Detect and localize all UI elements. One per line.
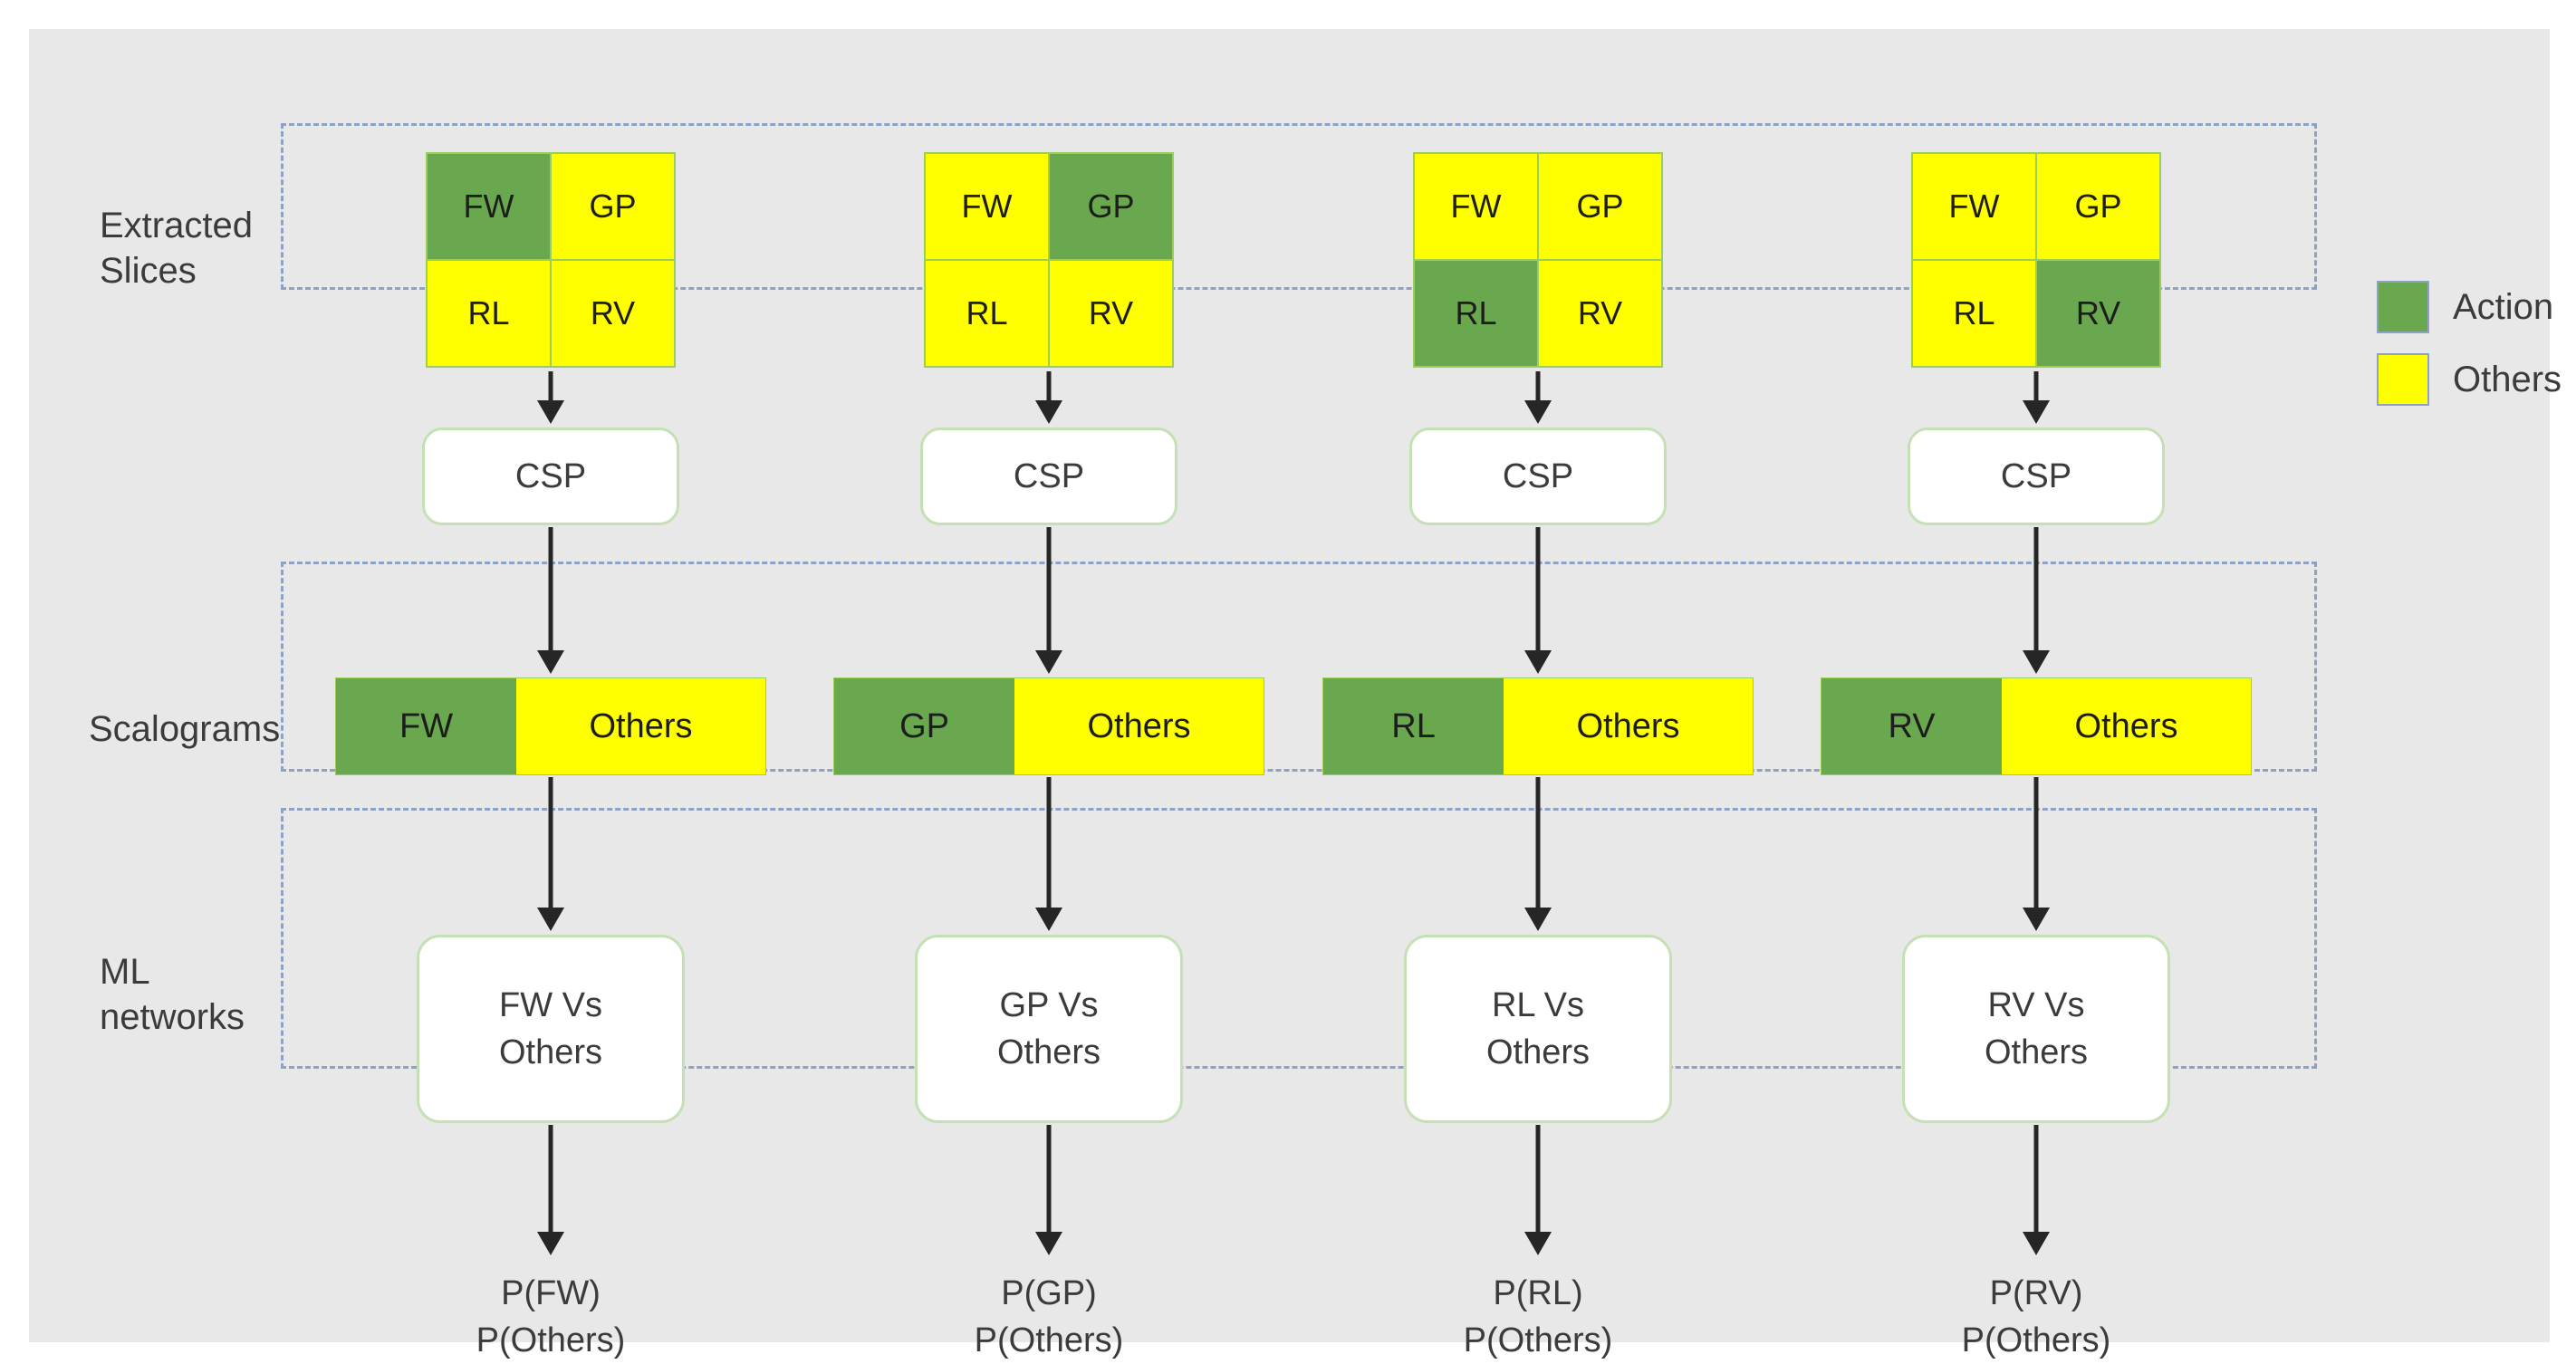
arrow-ml-to-output-rl	[1520, 1125, 1556, 1255]
arrow-slices-to-csp-rv	[2018, 371, 2054, 424]
csp-box-gp: CSP	[920, 427, 1177, 525]
scalogram-segment-others-fw: Others	[516, 678, 765, 774]
csp-box-rl: CSP	[1409, 427, 1667, 525]
arrow-ml-to-output-rv	[2018, 1125, 2054, 1255]
slice-cell-fw-topright: GP	[551, 153, 675, 260]
csp-box-fw: CSP	[422, 427, 679, 525]
scalogram-bar-fw: FW Others	[335, 677, 766, 775]
arrow-ml-to-output-fw	[533, 1125, 569, 1255]
slice-cell-rv-bottomright: RV	[2036, 260, 2160, 367]
arrow-scalogram-to-ml-fw	[533, 777, 569, 931]
legend-item-action: Action	[2377, 281, 2562, 333]
slice-cell-fw-topleft: FW	[427, 153, 551, 260]
legend-label-action: Action	[2453, 286, 2554, 327]
ml-box-line1-rl: RL Vs	[1491, 986, 1585, 1024]
output-probabilities-fw: P(FW) P(Others)	[476, 1274, 626, 1359]
slice-cell-rl-bottomright: RV	[1538, 260, 1662, 367]
ml-box-fw: FW Vs Others	[417, 935, 685, 1123]
ml-box-line2-gp: Others	[996, 1033, 1101, 1071]
scalogram-bar-rl: RL Others	[1322, 677, 1754, 775]
ml-box-line2-rv: Others	[1984, 1033, 2089, 1071]
ml-box-line2-fw: Others	[498, 1033, 603, 1071]
output-probabilities-rl: P(RL) P(Others)	[1463, 1274, 1613, 1359]
ml-box-line1-gp: GP Vs	[999, 986, 1099, 1024]
ml-box-line1-fw: FW Vs	[499, 986, 602, 1024]
arrow-ml-to-output-gp	[1031, 1125, 1067, 1255]
slice-cell-gp-bottomleft: RL	[925, 260, 1049, 367]
legend: Action Others	[2377, 281, 2562, 426]
figure-panel: Extracted Slices Scalograms ML networks …	[29, 29, 2562, 1359]
scalogram-segment-others-gp: Others	[1014, 678, 1264, 774]
slice-cell-rv-topright: GP	[2036, 153, 2160, 260]
row-label-ml-networks: ML networks	[100, 952, 245, 1037]
slice-cell-gp-topleft: FW	[925, 153, 1049, 260]
group-band-scalograms	[281, 562, 2317, 772]
ml-box-rl: RL Vs Others	[1404, 935, 1672, 1123]
slice-cell-gp-topright: GP	[1049, 153, 1173, 260]
slice-grid-gp: FW GP RL RV	[924, 152, 1174, 368]
slice-grid-rl: FW GP RL RV	[1413, 152, 1663, 368]
slice-cell-fw-bottomright: RV	[551, 260, 675, 367]
scalogram-segment-others-rv: Others	[2002, 678, 2251, 774]
ml-box-line1-rv: RV Vs	[1987, 986, 2085, 1024]
row-label-extracted-slices: Extracted Slices	[100, 206, 253, 291]
output-probabilities-gp: P(GP) P(Others)	[974, 1274, 1124, 1359]
scalogram-segment-action-rl: RL	[1323, 678, 1504, 774]
slice-cell-rl-bottomleft: RL	[1414, 260, 1538, 367]
arrow-scalogram-to-ml-gp	[1031, 777, 1067, 931]
scalogram-bar-gp: GP Others	[833, 677, 1264, 775]
arrow-slices-to-csp-rl	[1520, 371, 1556, 424]
arrow-csp-to-scalogram-rl	[1520, 527, 1556, 674]
arrow-slices-to-csp-fw	[533, 371, 569, 424]
scalogram-segment-action-rv: RV	[1821, 678, 2003, 774]
legend-swatch-others-icon	[2377, 353, 2429, 406]
legend-item-others: Others	[2377, 353, 2562, 406]
slice-cell-gp-bottomright: RV	[1049, 260, 1173, 367]
arrow-slices-to-csp-gp	[1031, 371, 1067, 424]
ml-box-rv: RV Vs Others	[1902, 935, 2170, 1123]
ml-box-gp: GP Vs Others	[915, 935, 1183, 1123]
arrow-scalogram-to-ml-rv	[2018, 777, 2054, 931]
slice-cell-fw-bottomleft: RL	[427, 260, 551, 367]
output-probabilities-rv: P(RV) P(Others)	[1961, 1274, 2111, 1359]
csp-box-rv: CSP	[1908, 427, 2165, 525]
slice-cell-rv-bottomleft: RL	[1912, 260, 2036, 367]
arrow-csp-to-scalogram-fw	[533, 527, 569, 674]
row-label-scalograms: Scalograms	[89, 709, 281, 749]
slice-cell-rl-topleft: FW	[1414, 153, 1538, 260]
arrow-csp-to-scalogram-rv	[2018, 527, 2054, 674]
scalogram-bar-rv: RV Others	[1821, 677, 2252, 775]
group-band-ml-networks	[281, 808, 2317, 1069]
legend-swatch-action-icon	[2377, 281, 2429, 333]
slice-grid-fw: FW GP RL RV	[426, 152, 676, 368]
slice-cell-rv-topleft: FW	[1912, 153, 2036, 260]
legend-label-others: Others	[2453, 359, 2562, 399]
group-band-extracted-slices	[281, 123, 2317, 290]
scalogram-segment-action-gp: GP	[834, 678, 1015, 774]
scalogram-segment-others-rl: Others	[1504, 678, 1753, 774]
arrow-csp-to-scalogram-gp	[1031, 527, 1067, 674]
slice-grid-rv: FW GP RL RV	[1911, 152, 2161, 368]
arrow-scalogram-to-ml-rl	[1520, 777, 1556, 931]
slice-cell-rl-topright: GP	[1538, 153, 1662, 260]
scalogram-segment-action-fw: FW	[336, 678, 517, 774]
ml-box-line2-rl: Others	[1485, 1033, 1591, 1071]
